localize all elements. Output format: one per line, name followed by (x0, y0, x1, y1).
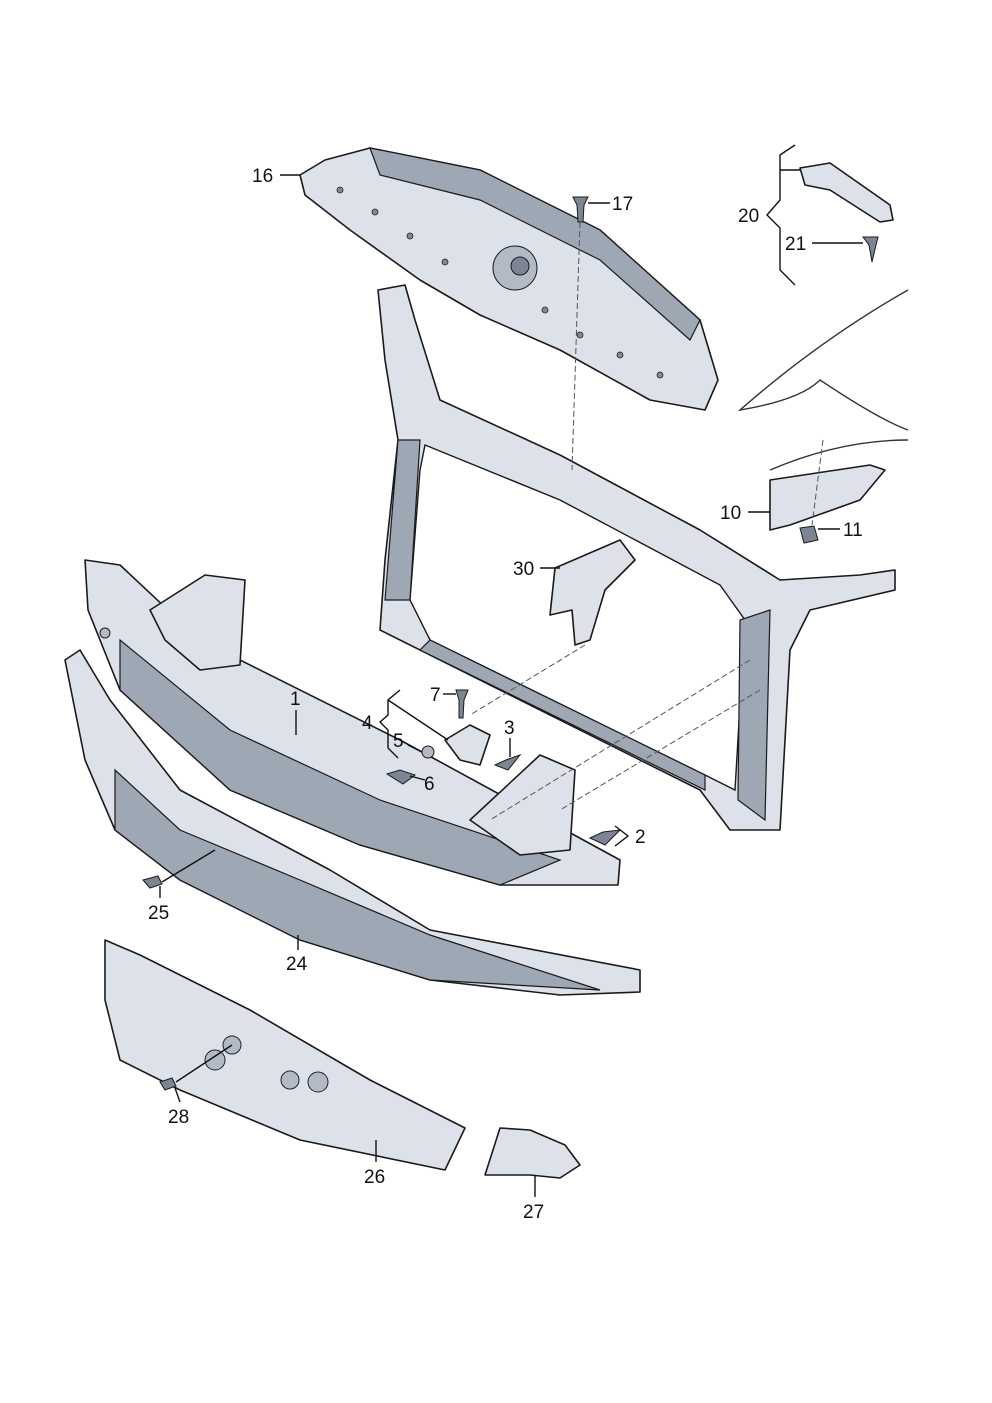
part-7-rivet (455, 689, 469, 719)
callout-26: 26 (364, 1167, 385, 1188)
callout-20: 20 (738, 206, 759, 227)
callout-28: 28 (168, 1107, 189, 1128)
part-11-nut (799, 525, 819, 544)
part-20-bracket (799, 162, 894, 223)
callout-3: 3 (504, 718, 515, 739)
part-27-bracket (484, 1127, 581, 1179)
callout-30: 30 (513, 559, 534, 580)
part-5-washer (421, 745, 435, 759)
part-26-absorber (104, 939, 466, 1171)
callout-16: 16 (252, 166, 273, 187)
callout-25: 25 (148, 903, 169, 924)
callout-10: 10 (720, 503, 741, 524)
part-4-bracket (444, 724, 491, 766)
part-28-screw (159, 1077, 177, 1091)
callout-7: 7 (430, 685, 441, 706)
part-17-clip (572, 196, 589, 223)
part-10-guide (769, 464, 886, 531)
callout-17: 17 (612, 194, 633, 215)
leader-lines (159, 144, 863, 1197)
callout-5: 5 (393, 731, 404, 752)
part-2-bolt (588, 829, 622, 846)
callout-21: 21 (785, 234, 806, 255)
part-1-reinforcement (84, 559, 621, 886)
callout-6: 6 (424, 774, 435, 795)
callout-1: 1 (290, 689, 301, 710)
part-24-shade (114, 768, 601, 991)
callout-27: 27 (523, 1202, 544, 1223)
assembly-lines (469, 221, 824, 821)
callout-24: 24 (286, 954, 308, 975)
part-6-bolt (385, 769, 417, 785)
part-16-cover (299, 147, 719, 411)
part-30-bracket (549, 539, 636, 646)
callout-2: 2 (635, 827, 646, 848)
fender-outline (737, 289, 909, 471)
part-25-screw (142, 875, 163, 889)
part-3-screw (493, 753, 522, 771)
callout-11: 11 (843, 520, 863, 541)
callout-labels: 16 17 20 21 10 11 30 1 7 4 3 5 6 2 25 24… (148, 166, 863, 1223)
part-21-screw (862, 236, 879, 263)
callout-4: 4 (362, 713, 373, 734)
